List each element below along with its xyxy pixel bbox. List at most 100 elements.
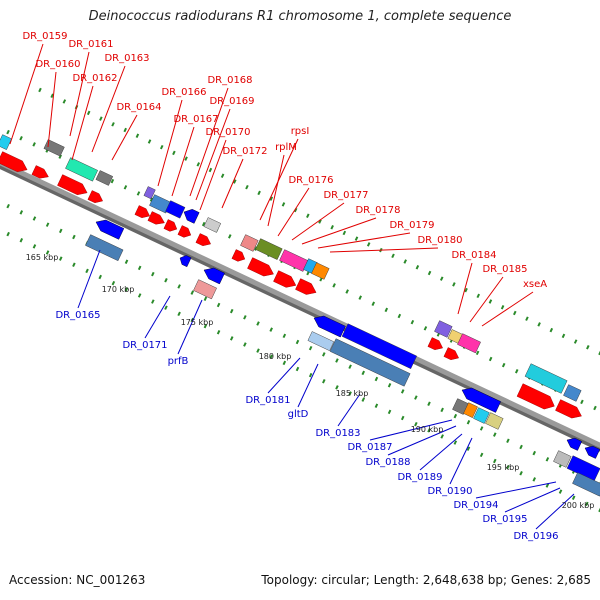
gene-label-forward[interactable]: DR_0177	[323, 190, 368, 201]
gene-label-forward[interactable]: DR_0180	[417, 235, 462, 246]
gene-feature[interactable]	[177, 225, 193, 239]
gene-feature[interactable]	[31, 165, 51, 181]
tick-mark	[545, 457, 550, 462]
gene-feature[interactable]	[193, 279, 217, 300]
gene-label-reverse[interactable]: prfB	[168, 356, 189, 367]
gene-label-forward[interactable]: xseA	[523, 279, 547, 290]
gene-feature[interactable]	[247, 257, 276, 280]
gene-label-forward[interactable]: DR_0166	[161, 87, 206, 98]
gene-feature[interactable]	[0, 151, 30, 176]
gene-label-reverse[interactable]: DR_0190	[427, 486, 472, 497]
gene-feature[interactable]	[555, 399, 584, 422]
gene-feature[interactable]	[87, 190, 105, 205]
gene-feature[interactable]	[95, 170, 114, 186]
leader-line	[267, 357, 301, 394]
leader-line	[457, 262, 473, 315]
gene-feature[interactable]	[457, 333, 481, 354]
tick-mark	[335, 358, 339, 363]
gene-feature[interactable]	[85, 234, 124, 262]
tick-mark	[384, 307, 389, 313]
gene-feature[interactable]	[134, 205, 152, 220]
tick-mark	[308, 345, 313, 351]
gene-feature[interactable]	[434, 320, 453, 338]
gene-feature[interactable]	[563, 384, 582, 402]
gene-features	[0, 134, 600, 497]
gene-label-reverse[interactable]: DR_0165	[55, 310, 100, 321]
gene-feature[interactable]	[485, 412, 504, 430]
gene-feature[interactable]	[516, 383, 557, 413]
gene-label-forward[interactable]: DR_0161	[68, 39, 113, 50]
gene-label-reverse[interactable]: gltD	[288, 409, 309, 420]
gene-feature[interactable]	[165, 200, 186, 219]
tick-mark	[123, 185, 128, 190]
gene-label-forward[interactable]: DR_0178	[355, 205, 400, 216]
gene-feature[interactable]	[0, 134, 12, 150]
gene-feature[interactable]	[57, 174, 89, 199]
gene-label-reverse[interactable]: DR_0181	[245, 395, 290, 406]
gene-feature[interactable]	[524, 363, 568, 394]
gene-feature[interactable]	[307, 331, 335, 352]
gene-label-reverse[interactable]: DR_0196	[513, 531, 558, 542]
tick-mark	[19, 210, 24, 215]
gene-feature[interactable]	[459, 385, 502, 413]
gene-label-reverse[interactable]: DR_0171	[122, 340, 167, 351]
gene-feature[interactable]	[273, 270, 298, 291]
gene-feature[interactable]	[240, 234, 259, 252]
gene-feature[interactable]	[143, 186, 156, 200]
gene-label-forward[interactable]: rpsI	[291, 126, 310, 137]
gene-feature[interactable]	[341, 323, 418, 369]
gene-feature[interactable]	[195, 233, 213, 248]
gene-feature[interactable]	[311, 313, 346, 338]
gene-label-forward[interactable]: DR_0160	[35, 59, 80, 70]
tick-mark	[322, 352, 326, 357]
tick-mark	[220, 173, 225, 178]
gene-feature[interactable]	[565, 435, 583, 451]
gene-label-forward[interactable]: DR_0168	[207, 75, 252, 86]
gene-label-forward[interactable]: DR_0167	[173, 114, 218, 125]
gene-label-forward[interactable]: DR_0184	[451, 250, 496, 261]
gene-label-reverse[interactable]: DR_0189	[397, 472, 442, 483]
tick-mark	[111, 280, 116, 286]
gene-label-reverse[interactable]: DR_0195	[482, 514, 527, 525]
gene-feature[interactable]	[181, 207, 200, 224]
gene-label-reverse[interactable]: DR_0194	[453, 500, 498, 511]
gene-feature[interactable]	[443, 347, 461, 362]
gene-label-forward[interactable]: DR_0159	[22, 31, 67, 42]
gene-label-forward[interactable]: DR_0164	[116, 102, 161, 113]
gene-label-forward[interactable]: DR_0185	[482, 264, 527, 275]
gene-label-reverse[interactable]: DR_0187	[347, 442, 392, 453]
gene-label-reverse[interactable]: DR_0183	[315, 428, 360, 439]
gene-feature[interactable]	[572, 472, 600, 497]
tick-mark	[32, 244, 37, 249]
gene-feature[interactable]	[473, 407, 490, 424]
gene-feature[interactable]	[583, 443, 600, 459]
gene-label-forward[interactable]: DR_0162	[72, 73, 117, 84]
gene-label-forward[interactable]: DR_0176	[288, 175, 333, 186]
gene-feature[interactable]	[163, 219, 179, 233]
gene-feature[interactable]	[43, 139, 65, 157]
gene-label-forward[interactable]: DR_0169	[209, 96, 254, 107]
gene-feature[interactable]	[231, 249, 247, 263]
gene-label-forward[interactable]: DR_0163	[104, 53, 149, 64]
gene-feature[interactable]	[178, 253, 192, 268]
gene-label-reverse[interactable]: DR_0188	[365, 457, 410, 468]
tick-mark	[19, 136, 23, 141]
gene-feature[interactable]	[427, 337, 445, 352]
gene-feature[interactable]	[203, 217, 222, 233]
tick-mark	[488, 356, 493, 362]
gene-feature[interactable]	[553, 450, 572, 468]
gene-label-forward[interactable]: DR_0172	[222, 146, 267, 157]
tick-mark	[136, 191, 141, 196]
gene-feature[interactable]	[201, 265, 225, 285]
gene-label-forward[interactable]: rplM	[275, 142, 297, 153]
gene-feature[interactable]	[311, 262, 330, 280]
gene-feature[interactable]	[93, 217, 125, 240]
gene-feature[interactable]	[147, 211, 167, 227]
gene-feature[interactable]	[329, 338, 411, 387]
gene-label-forward[interactable]: DR_0170	[205, 127, 250, 138]
gene-feature[interactable]	[295, 278, 318, 298]
gene-label-forward[interactable]: DR_0179	[389, 220, 434, 231]
gene-feature[interactable]	[255, 238, 283, 260]
gene-feature[interactable]	[463, 402, 478, 418]
gene-feature[interactable]	[65, 157, 98, 182]
